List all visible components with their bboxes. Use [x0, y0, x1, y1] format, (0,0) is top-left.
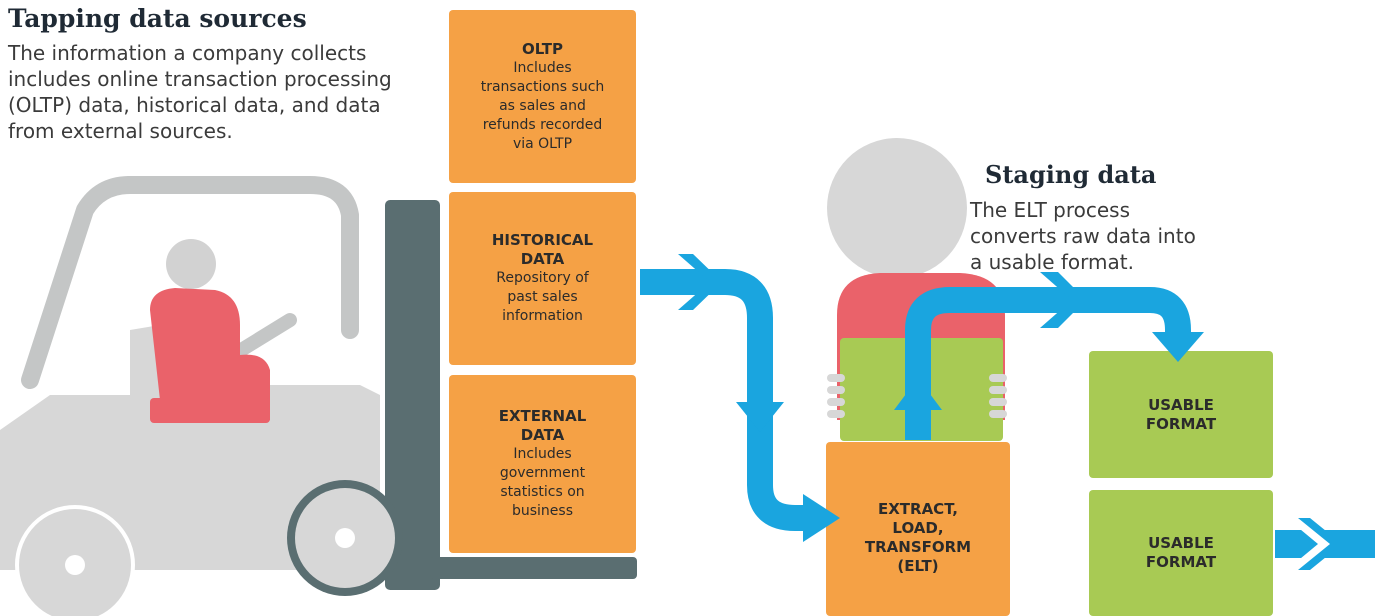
historical-box: HISTORICAL DATA Repository of past sales… [449, 192, 636, 365]
right-hand [989, 374, 1007, 418]
oltp-box-title: OLTP [521, 39, 564, 58]
external-box-title: EXTERNAL DATA [498, 407, 587, 444]
forklift-mast [385, 200, 440, 590]
usable-format-box-1: USABLE FORMAT [1089, 351, 1273, 478]
external-box-body: Includes government statistics on busine… [499, 446, 586, 519]
elt-box-bg [826, 442, 1010, 616]
usable-format-1-title: USABLE FORMAT [1145, 395, 1217, 433]
sources-description: The information a company collects inclu… [8, 41, 392, 143]
flow-arrow-down [736, 402, 784, 432]
front-wheel-hub [335, 528, 355, 548]
forklift-cage [21, 176, 359, 389]
historical-box-body: Repository of past sales information [496, 270, 589, 324]
staging-description: The ELT process converts raw data into a… [970, 198, 1196, 274]
historical-box-bg [449, 192, 636, 365]
driver-torso [150, 288, 270, 422]
forklift-illustration [0, 176, 637, 616]
sources-title: Tapping data sources [8, 4, 307, 33]
staging-title: Staging data [985, 160, 1157, 189]
usable-format-2-title: USABLE FORMAT [1145, 534, 1217, 571]
flow-path-to-elt [640, 269, 812, 531]
rear-wheel-hub [65, 555, 85, 575]
historical-box-title: HISTORICAL DATA [491, 231, 594, 268]
flow-arrow-up [894, 378, 942, 410]
oltp-box-body: Includes transactions such as sales and … [480, 59, 605, 152]
flow-chevron-1 [678, 254, 722, 310]
flow-arrow-down-usable [1152, 332, 1204, 362]
flow-chevron-2 [1040, 272, 1086, 328]
elt-box-title: EXTRACT, LOAD, TRANSFORM (ELT) [864, 500, 972, 575]
driver-head [166, 239, 216, 289]
flow-out-chevron-fill [1298, 518, 1342, 570]
left-hand [827, 374, 845, 418]
external-box: EXTERNAL DATA Includes government statis… [449, 375, 636, 553]
person-head [827, 138, 967, 278]
elt-box: EXTRACT, LOAD, TRANSFORM (ELT) [826, 442, 1010, 616]
external-box-bg [449, 375, 636, 553]
driver-seat [150, 398, 270, 423]
usable-box-1-bg [1089, 351, 1273, 478]
usable-format-box-2: USABLE FORMAT [1089, 490, 1273, 616]
usable-box-2-bg [1089, 490, 1273, 616]
flow-path-up-and-over [905, 287, 1191, 440]
forklift-fork [430, 557, 637, 579]
oltp-box-bg [449, 10, 636, 183]
flow-arrow-into-elt [803, 494, 840, 542]
flow-arrows [640, 254, 1375, 573]
oltp-box: OLTP Includes transactions such as sales… [449, 10, 636, 183]
